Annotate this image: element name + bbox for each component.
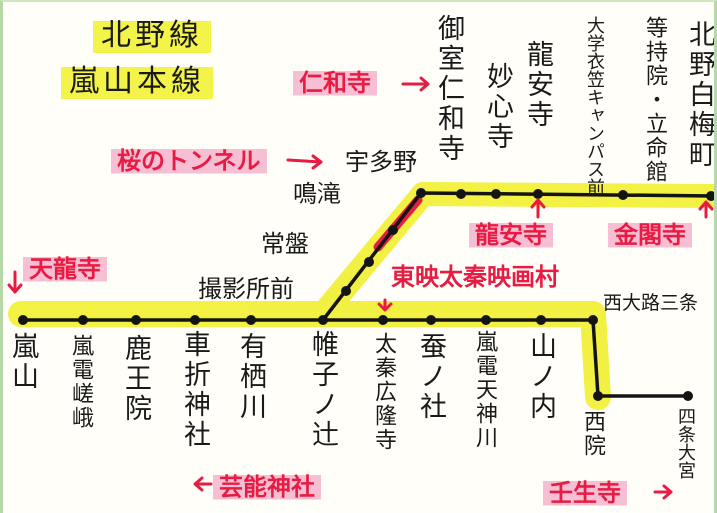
arrow-icon	[193, 476, 213, 492]
station-dot-icon	[593, 391, 603, 401]
arrow-icon	[653, 484, 673, 500]
station-shijo-omiya: 四条大宮	[675, 407, 696, 479]
station-dot-icon	[190, 315, 200, 325]
station-dot-icon	[18, 315, 28, 325]
station-dot-icon	[364, 257, 374, 267]
station-ryoanji: 龍安寺	[522, 40, 553, 130]
station-utano: 宇多野	[345, 148, 417, 176]
landmark-ninnaji: 仁和寺	[293, 68, 377, 98]
arrow-icon	[377, 298, 393, 312]
station-dot-icon	[246, 315, 256, 325]
station-katabiranotsuji: 帷子ノ辻	[307, 330, 338, 450]
station-dot-icon	[481, 315, 491, 325]
station-arashiyama: 嵐山	[7, 332, 38, 392]
station-dot-icon	[683, 391, 693, 401]
station-dots	[18, 188, 714, 401]
station-saiin: 西院	[580, 410, 605, 458]
landmark-tenryuji: 天龍寺	[23, 254, 107, 284]
kitano-line-title: 北野線	[93, 16, 211, 56]
arrow-icon	[698, 200, 714, 219]
landmark-geino: 芸能神社	[213, 472, 321, 502]
station-dot-icon	[588, 315, 598, 325]
station-dot-icon	[618, 190, 628, 200]
station-dot-icon	[706, 191, 714, 201]
station-dot-icon	[491, 189, 501, 199]
station-dot-icon	[456, 189, 466, 199]
landmark-mibudera: 壬生寺	[543, 478, 627, 508]
route-lines	[7, 76, 714, 500]
station-kitano-sub: 大学衣笠キャンパス前	[584, 16, 605, 196]
station-dot-icon	[426, 315, 436, 325]
landmark-toei: 東映太秦映画村	[391, 263, 559, 291]
arrow-icon	[286, 154, 323, 170]
station-dot-icon	[318, 315, 328, 325]
station-myoshinji: 妙心寺	[482, 62, 513, 152]
arashiyama-line-track	[23, 318, 688, 398]
station-nishioji-sanjo: 西大路三条	[603, 292, 699, 314]
station-uzumasa-koryuji: 太秦広隆寺	[371, 332, 396, 452]
arrow-icon	[530, 198, 546, 219]
landmark-kinkakuji: 金閣寺	[608, 220, 692, 250]
station-kaikonoyashiro: 蚕ノ社	[415, 332, 446, 422]
station-dot-icon	[416, 188, 426, 198]
arrow-icon	[401, 76, 430, 92]
arrows	[7, 76, 714, 500]
station-narutaki: 鳴滝	[293, 180, 341, 208]
station-dot-icon	[378, 315, 388, 325]
station-randen-saga: 嵐電嵯峨	[68, 334, 93, 430]
station-arisugawa: 有栖川	[235, 332, 266, 422]
station-dot-icon	[388, 225, 398, 235]
station-tokiwa: 常盤	[261, 230, 309, 258]
station-dot-icon	[341, 286, 351, 296]
arashiyama-line-title: 嵐山本線	[61, 62, 213, 102]
station-randen-tenjingawa: 嵐電天神川	[472, 330, 497, 450]
station-dot-icon	[78, 315, 88, 325]
arrow-icon	[7, 270, 23, 294]
station-yamanouchi: 山ノ内	[525, 332, 556, 422]
station-rokuoin: 鹿王院	[120, 334, 151, 424]
station-kurumazaki: 車折神社	[179, 330, 210, 450]
station-kitano-hakubaicho: 北野白梅町	[684, 20, 715, 170]
station-toji-in: 等持院・立命館	[642, 16, 667, 184]
station-dot-icon	[536, 315, 546, 325]
landmark-sakura-tunnel: 桜のトンネル	[111, 146, 267, 176]
station-dot-icon	[533, 189, 543, 199]
station-satsueisho-mae: 撮影所前	[198, 275, 294, 303]
station-omuro-ninnaji: 御室仁和寺	[433, 14, 464, 164]
station-dot-icon	[131, 315, 141, 325]
landmark-ryoanji: 龍安寺	[469, 220, 553, 250]
